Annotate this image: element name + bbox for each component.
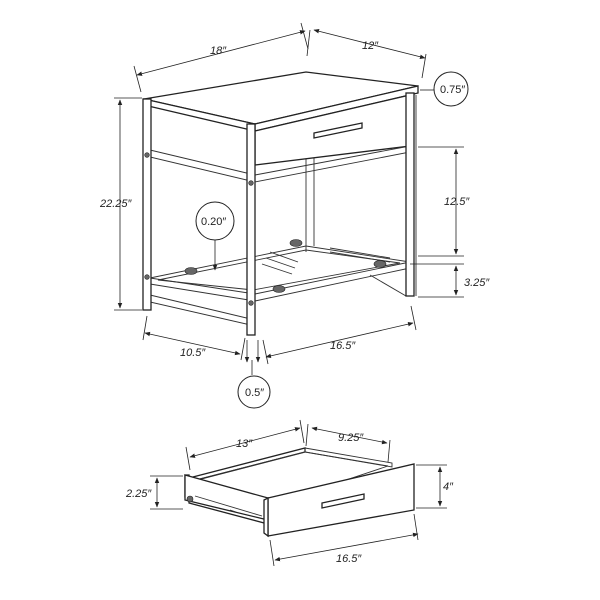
label-drawer-side-height: 2.25″	[125, 488, 152, 500]
label-drawer-front-height: 4″	[443, 481, 454, 493]
drawer	[184, 447, 415, 538]
dimension-inner-width	[262, 305, 417, 365]
label-bottom-clearance: 3.25″	[464, 277, 490, 289]
label-drawer-inner-width: 9.25″	[338, 432, 364, 444]
dimension-table-height	[114, 97, 142, 311]
label-frame-tube: 0.20″	[201, 216, 226, 228]
dimension-bottom-clearance	[410, 263, 464, 298]
label-table-width: 18″	[210, 45, 227, 57]
front-left-leg	[142, 98, 152, 311]
bolt-icons	[144, 152, 387, 306]
front-right-leg	[246, 123, 256, 336]
drawer-front-handle-icon	[321, 493, 365, 509]
label-top-thickness: 0.75″	[440, 84, 465, 96]
label-inner-width: 16.5″	[330, 340, 356, 352]
dimension-drawer-side-height	[150, 475, 183, 510]
back-right-leg	[405, 92, 415, 297]
label-leg-width: 0.5″	[245, 387, 264, 399]
dimension-table-width	[133, 22, 309, 93]
label-table-depth: 12″	[362, 40, 379, 52]
callout-frame-tube	[195, 201, 235, 271]
label-inner-depth: 10.5″	[180, 347, 206, 359]
dimension-inner-depth	[142, 315, 246, 361]
dimension-table-depth	[306, 29, 427, 79]
end-table	[142, 71, 419, 336]
label-drawer-depth: 13″	[236, 438, 253, 450]
dimension-drawer-depth	[185, 419, 305, 471]
label-drawer-opening: 12.5″	[444, 196, 470, 208]
label-drawer-front-width: 16.5″	[336, 553, 362, 565]
dimension-drawer-inner-width	[305, 423, 391, 463]
drawer-handle-icon	[313, 122, 363, 139]
callout-leg-width	[237, 340, 271, 409]
dimension-drawer-front-height	[416, 464, 447, 509]
callout-top-thickness	[420, 71, 469, 107]
dimension-drawer-opening	[418, 146, 464, 257]
dimension-drawer-front-width	[269, 513, 419, 567]
label-table-height: 22.25″	[99, 198, 133, 210]
